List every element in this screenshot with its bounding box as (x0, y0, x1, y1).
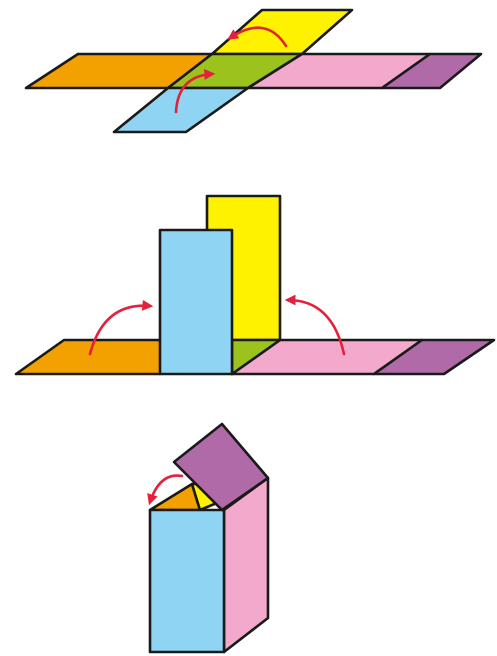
fold-up-arrow-yellow (227, 26, 288, 48)
step-2-side-faces-raised (14, 194, 496, 376)
purple-face (372, 338, 496, 376)
blue-face (158, 228, 234, 376)
fold-up-arrow-left (88, 299, 154, 356)
close-lid-arrow (147, 474, 184, 506)
purple-face-lid (172, 422, 270, 512)
blue-face (148, 508, 226, 654)
fold-up-arrow-right (284, 294, 346, 356)
fold-up-arrow-blue (174, 69, 216, 114)
purple-face (380, 52, 483, 90)
yellow-face (210, 8, 354, 56)
blue-face (112, 86, 250, 134)
step-1-flat-net (24, 8, 483, 134)
step-3-box-closing (147, 422, 270, 654)
